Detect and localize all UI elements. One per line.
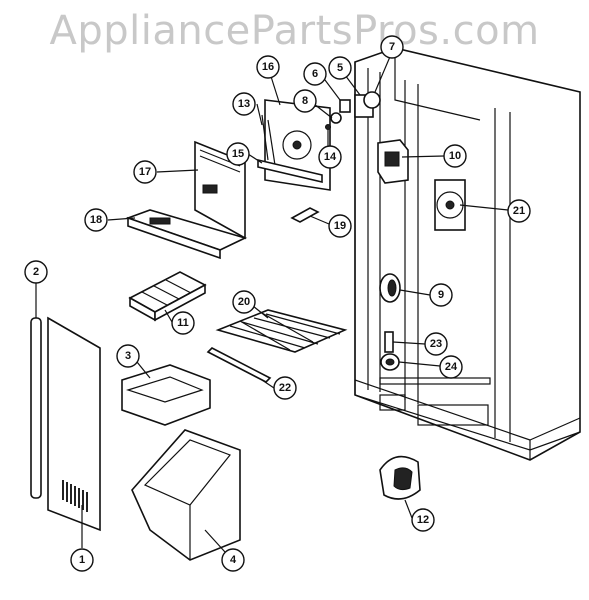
callout-11: 11 bbox=[171, 311, 195, 335]
svg-text:13: 13 bbox=[238, 98, 250, 110]
watermark-logo: AppliancePartsPros.com bbox=[49, 8, 540, 54]
svg-text:9: 9 bbox=[438, 289, 444, 301]
svg-text:17: 17 bbox=[139, 166, 151, 178]
svg-text:1: 1 bbox=[79, 554, 85, 566]
part-4-bucket bbox=[131, 429, 241, 561]
part-15-strip bbox=[257, 158, 323, 184]
part-6-clip bbox=[339, 99, 351, 113]
callout-6: 6 bbox=[303, 62, 327, 86]
callout-15: 15 bbox=[226, 142, 250, 166]
svg-text:21: 21 bbox=[513, 205, 525, 217]
callout-13: 13 bbox=[232, 92, 256, 116]
svg-text:8: 8 bbox=[302, 95, 308, 107]
part-12-cover bbox=[379, 455, 421, 500]
part-13-rod bbox=[261, 114, 269, 161]
part-2-strip bbox=[30, 317, 42, 499]
svg-text:5: 5 bbox=[337, 62, 343, 74]
part-8-screw bbox=[330, 112, 342, 124]
part-7-knob bbox=[363, 91, 381, 109]
svg-text:15: 15 bbox=[232, 148, 244, 160]
svg-text:6: 6 bbox=[312, 68, 318, 80]
callout-1: 1 bbox=[70, 548, 94, 572]
part-3-bin bbox=[121, 364, 211, 426]
callout-23: 23 bbox=[424, 332, 448, 356]
svg-text:12: 12 bbox=[417, 514, 429, 526]
callout-20: 20 bbox=[232, 290, 256, 314]
part-23-screw bbox=[384, 331, 394, 353]
svg-text:3: 3 bbox=[125, 350, 131, 362]
svg-text:18: 18 bbox=[90, 214, 102, 226]
part-10-bracket bbox=[377, 139, 409, 184]
svg-text:23: 23 bbox=[430, 338, 442, 350]
callout-4: 4 bbox=[221, 548, 245, 572]
svg-text:14: 14 bbox=[324, 151, 337, 163]
part-14-screw bbox=[325, 124, 331, 140]
svg-text:11: 11 bbox=[177, 317, 189, 329]
svg-text:2: 2 bbox=[33, 266, 39, 278]
callout-24: 24 bbox=[439, 355, 463, 379]
callout-17: 17 bbox=[133, 160, 157, 184]
part-11-ice-tray bbox=[128, 271, 207, 322]
part-9-cap bbox=[379, 273, 401, 303]
svg-text:16: 16 bbox=[262, 61, 274, 73]
callout-19: 19 bbox=[328, 214, 352, 238]
svg-text:24: 24 bbox=[445, 361, 458, 373]
part-19-clip bbox=[290, 207, 320, 223]
part-20-shelf bbox=[215, 309, 348, 353]
svg-text:19: 19 bbox=[334, 220, 346, 232]
part-18-tray bbox=[125, 209, 248, 260]
leader-lines bbox=[35, 51, 509, 553]
callout-10: 10 bbox=[443, 144, 467, 168]
callout-7: 7 bbox=[380, 35, 404, 59]
callout-18: 18 bbox=[84, 208, 108, 232]
callout-3: 3 bbox=[116, 344, 140, 368]
callout-14: 14 bbox=[318, 145, 342, 169]
callout-8: 8 bbox=[293, 89, 317, 113]
part-22-rail bbox=[206, 347, 272, 383]
callout-5: 5 bbox=[328, 56, 352, 80]
callout-2: 2 bbox=[24, 260, 48, 284]
callout-16: 16 bbox=[256, 55, 280, 79]
svg-text:10: 10 bbox=[449, 150, 461, 162]
part-1-panel bbox=[47, 316, 101, 532]
cabinet bbox=[354, 47, 581, 461]
callout-9: 9 bbox=[429, 283, 453, 307]
svg-text:20: 20 bbox=[238, 296, 250, 308]
callout-21: 21 bbox=[507, 199, 531, 223]
svg-text:22: 22 bbox=[279, 382, 291, 394]
part-24-grommet bbox=[380, 353, 400, 371]
svg-text:4: 4 bbox=[230, 554, 237, 566]
callout-22: 22 bbox=[273, 376, 297, 400]
callout-12: 12 bbox=[411, 508, 435, 532]
svg-text:7: 7 bbox=[389, 41, 395, 53]
